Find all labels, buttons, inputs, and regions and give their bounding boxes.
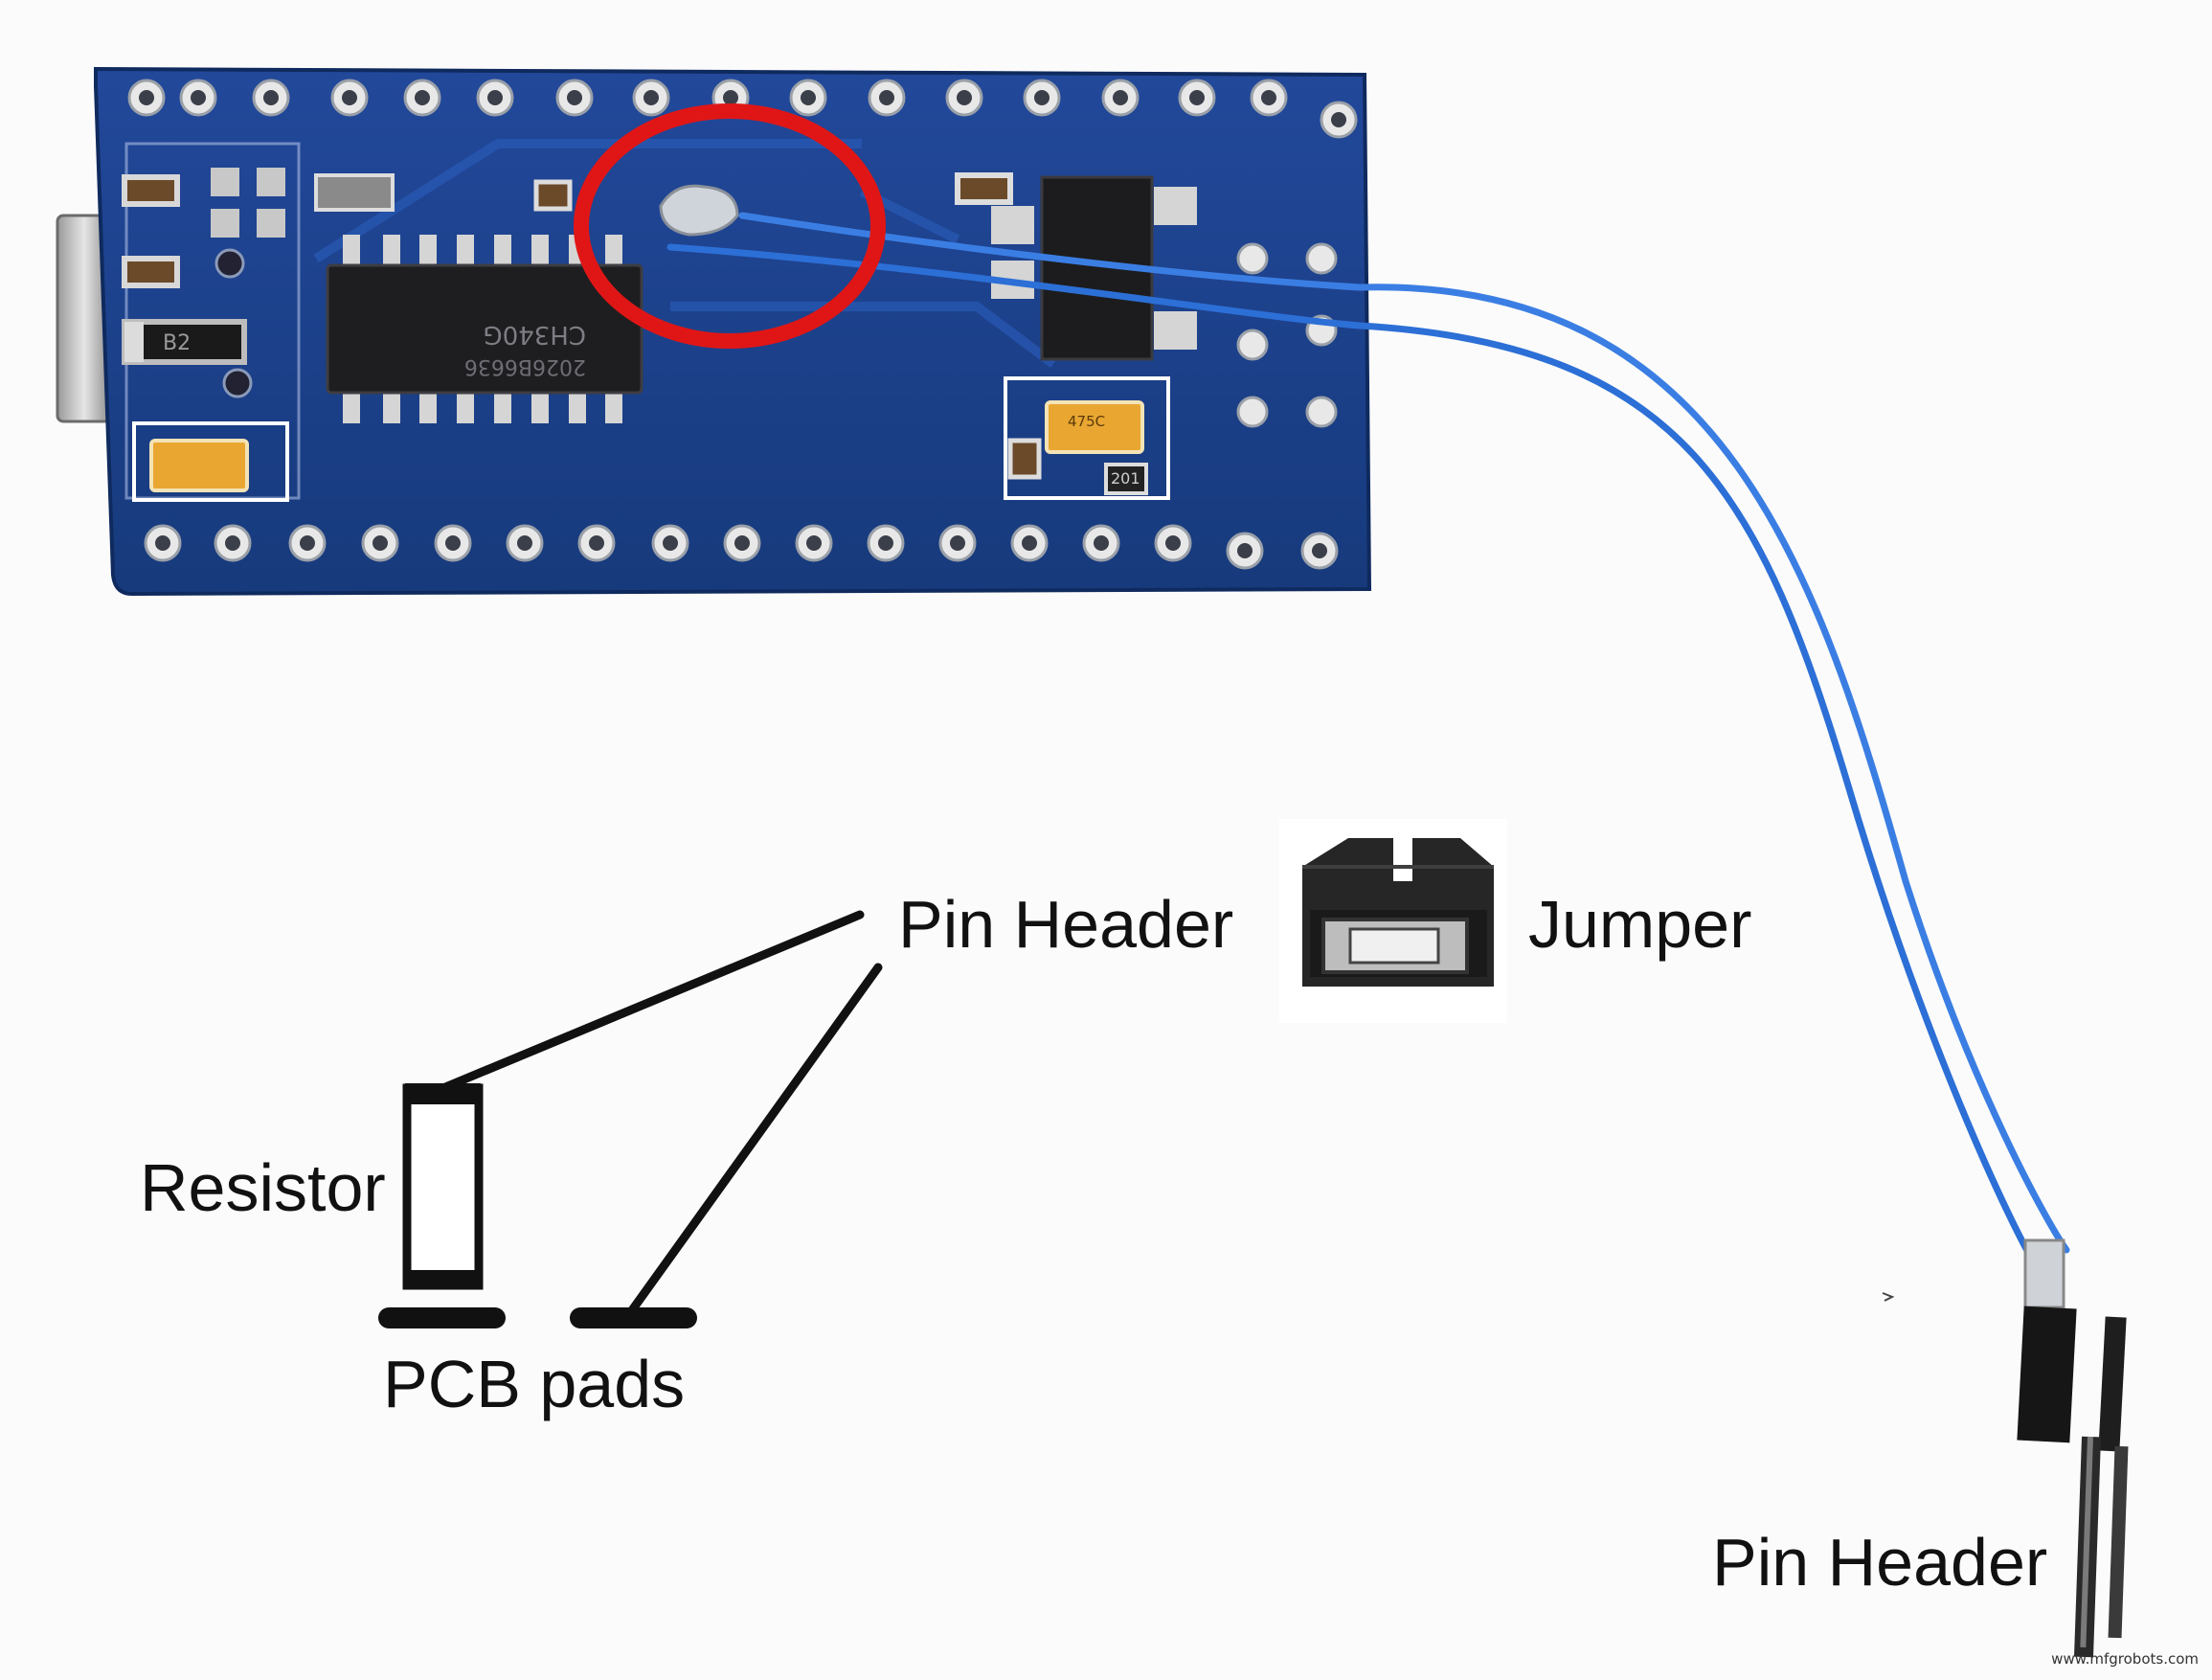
label-pin-header-bottom: Pin Header <box>1712 1525 2048 1600</box>
solder-joint <box>659 184 739 237</box>
bottom-pin-row <box>144 524 1339 570</box>
highlight-circle <box>574 103 886 349</box>
smd-components: 201 <box>122 168 1148 495</box>
label-pcb-pads: PCB pads <box>383 1347 686 1421</box>
tantalum-cap-right: 475C <box>1045 400 1144 454</box>
arduino-nano-board: 201 B2 475C <box>56 66 1372 597</box>
watermark: www.mfgrobots.com <box>2051 1650 2199 1668</box>
smd-resistor-code: 201 <box>1111 469 1140 488</box>
silk-frame-right <box>1004 376 1170 500</box>
diode: B2 <box>122 319 247 365</box>
leader-line-pad <box>627 963 883 1315</box>
wires <box>666 212 2070 1273</box>
wire-2 <box>738 212 2070 1254</box>
label-pin-header-top: Pin Header <box>898 887 1234 962</box>
stray-mark <box>1882 1292 1895 1302</box>
schematic <box>378 910 883 1328</box>
tantalum-code: 475C <box>1068 413 1105 430</box>
ch340g-chip: CH340G 2026B6636 <box>326 235 643 423</box>
label-jumper: Jumper <box>1528 887 1752 962</box>
resistor-cap-top <box>405 1083 481 1104</box>
pin-header-icon <box>2017 1238 2129 1658</box>
diode-code: B2 <box>163 331 191 355</box>
chip-lot: 2026B6636 <box>464 354 586 378</box>
wire-1 <box>666 243 2042 1273</box>
resistor-body <box>402 1083 484 1290</box>
silk-frame-c3 <box>132 421 289 502</box>
resistor-cap-bottom <box>405 1270 481 1287</box>
icsp-pads <box>1236 242 1338 428</box>
chip-label: CH340G <box>484 320 586 349</box>
leader-line-resistor <box>434 910 865 1095</box>
jumper-icon <box>1279 819 1507 1023</box>
label-resistor: Resistor <box>140 1150 386 1225</box>
tantalum-cap-left <box>149 439 249 492</box>
